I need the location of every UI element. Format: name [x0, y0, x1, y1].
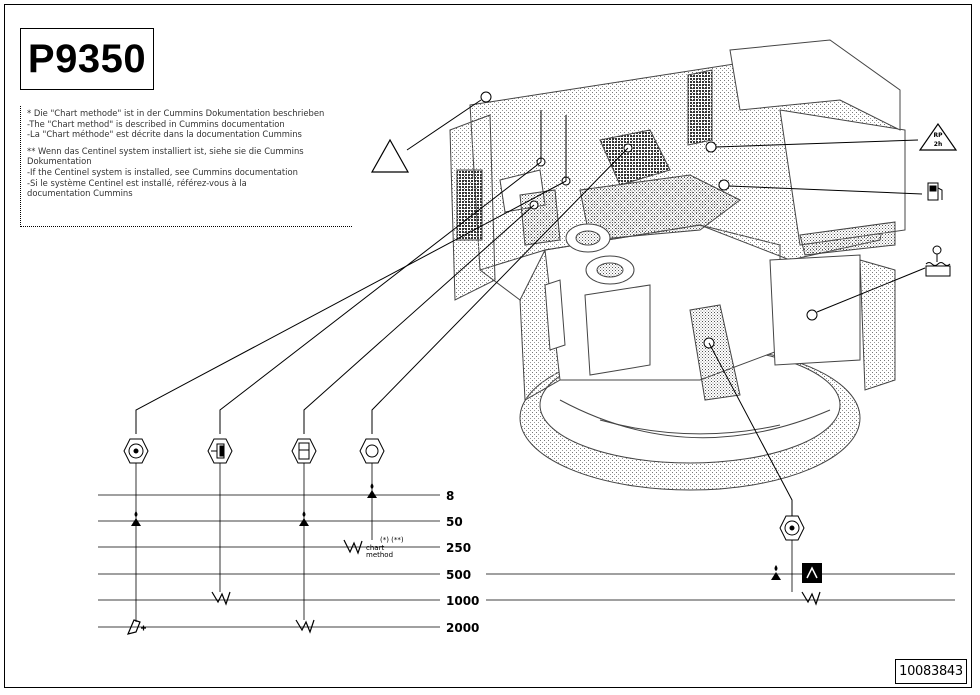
oil-fill-hex-icon: [779, 515, 805, 541]
level-check-icon: [367, 483, 377, 498]
engine-oil-icon: [359, 438, 385, 464]
level-check-icon: [299, 511, 309, 526]
level-check-icon: [771, 565, 781, 580]
interval-label: 50: [446, 515, 463, 529]
svg-text:2h: 2h: [934, 141, 942, 148]
coolant-temperature-icon: [925, 245, 951, 277]
note-line: * Die "Chart methode" ist in der Cummins…: [27, 108, 325, 118]
callout-points: [480, 91, 818, 349]
note-line: -Si le système Centinel est installé, ré…: [27, 177, 247, 188]
page-frame: [4, 4, 972, 688]
note-line: -The "Chart method" is described in Cumm…: [27, 118, 285, 129]
interval-label: 1000: [446, 594, 479, 608]
interval-label: 2000: [446, 621, 479, 635]
interval-label: 8: [446, 489, 454, 503]
callout-coolant-point: [806, 309, 818, 321]
notes-panel: * Die "Chart methode" ist in der Cummins…: [20, 106, 352, 227]
interval-grid: [98, 494, 955, 628]
leader-lines: [135, 99, 926, 516]
oil-filter-icon: [123, 438, 149, 464]
replace-icon: [802, 563, 822, 583]
warning-triangle-icon: [370, 138, 410, 173]
rp-2h-icon: RP 2h: [918, 122, 958, 151]
note-line: -If the Centinel system is installed, se…: [27, 166, 298, 177]
document-id: 10083843: [895, 659, 967, 684]
chart-method-label: chart: [366, 544, 384, 552]
clean-icon: [801, 591, 821, 606]
note-line: documentation Cummins: [27, 188, 133, 199]
callout-rp-point: [705, 141, 717, 153]
note-line: -La "Chart méthode" est décrite dans la …: [27, 129, 302, 140]
fuel-filter-icon: [291, 438, 317, 464]
note-line: ** Wenn das Centinel system installiert …: [27, 145, 304, 156]
model-code-box: P9350: [20, 28, 154, 90]
callout-fuel-point: [718, 179, 730, 191]
fuel-pump-icon: [927, 182, 943, 201]
air-filter-icon: [207, 438, 233, 464]
clean-icon: [295, 619, 315, 634]
note-line: Dokumentation: [27, 156, 92, 167]
engine-illustration: [449, 39, 906, 491]
model-code: P9350: [27, 36, 147, 81]
chart-method-label: method: [366, 551, 393, 559]
clean-icon: [343, 539, 363, 555]
tool-icon: [126, 619, 146, 635]
callout-warning-point: [480, 91, 492, 103]
chart-method-superscript: (*) (**): [380, 536, 404, 544]
clean-icon: [211, 591, 231, 606]
column-lines: [135, 463, 793, 622]
interval-label: 500: [446, 568, 471, 582]
interval-label: 250: [446, 541, 471, 555]
level-check-icon: [131, 511, 141, 526]
svg-text:RP: RP: [933, 132, 943, 139]
